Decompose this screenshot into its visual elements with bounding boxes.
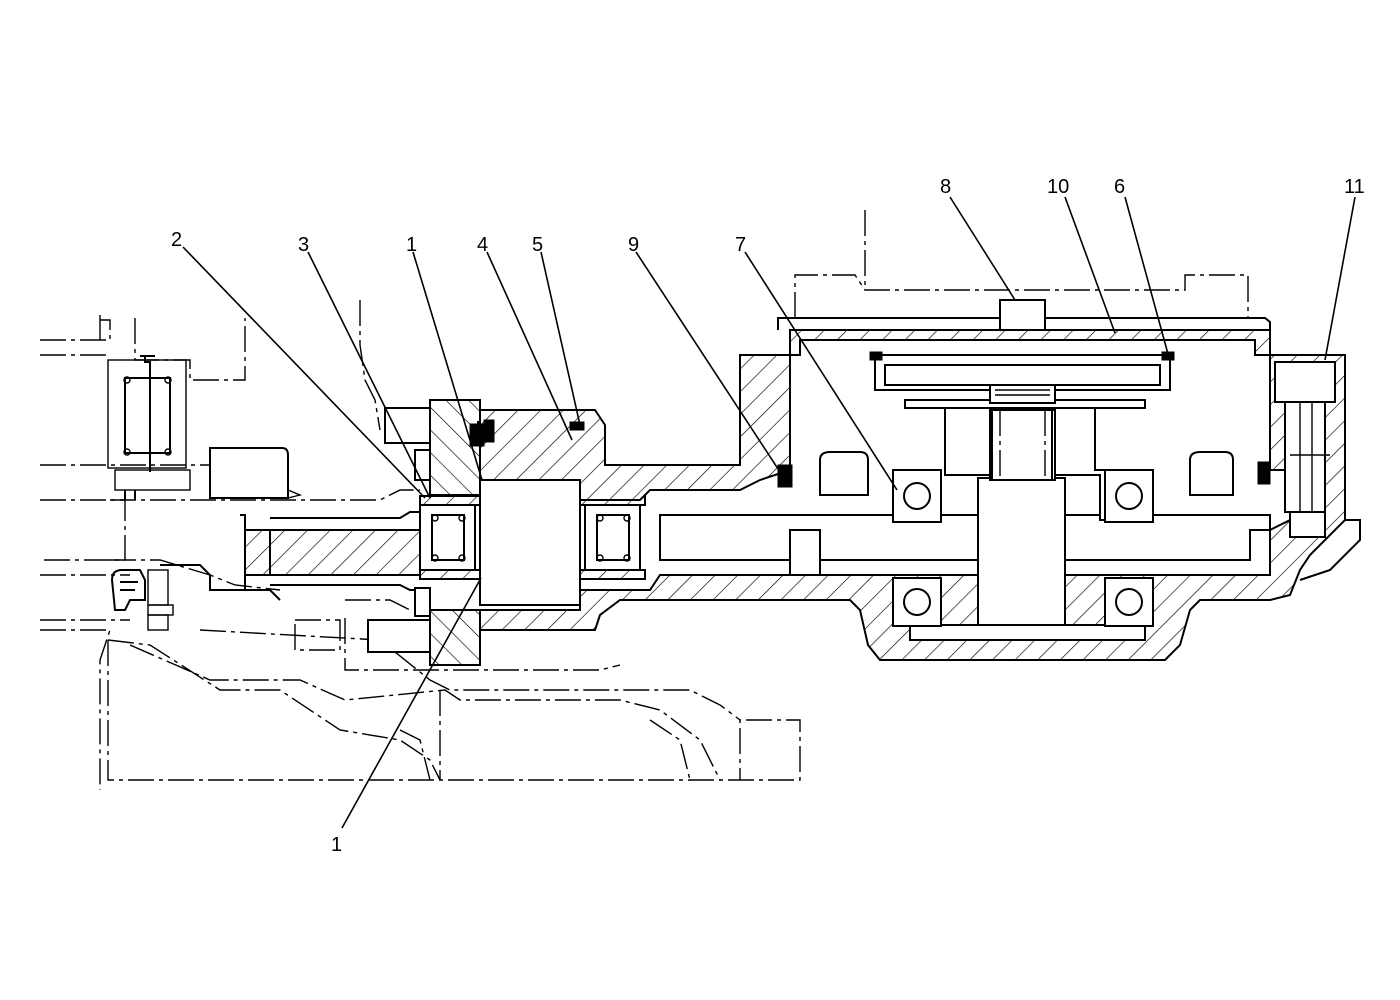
callout-3: 3 <box>298 234 309 256</box>
callout-8: 8 <box>940 176 951 198</box>
main-shaft <box>240 511 421 591</box>
seal-rings <box>469 419 793 488</box>
callout-1-bottom: 1 <box>331 834 342 856</box>
callout-11: 11 <box>1344 176 1365 198</box>
callout-6: 6 <box>1114 176 1125 198</box>
callout-4: 4 <box>477 234 488 256</box>
callout-2: 2 <box>171 229 182 251</box>
ball-bearings <box>892 469 1154 627</box>
vertical-shaft <box>989 384 1056 481</box>
right-bolt <box>1257 361 1361 581</box>
callout-10: 10 <box>1047 176 1069 198</box>
callout-9: 9 <box>628 234 639 256</box>
callout-7: 7 <box>735 234 746 256</box>
left-bearing-block <box>107 355 191 500</box>
top-cover <box>777 210 1271 361</box>
callout-1-top: 1 <box>406 234 417 256</box>
left-seal-group <box>110 447 303 631</box>
leader-lines <box>182 196 1356 829</box>
lower-phantom <box>294 599 621 671</box>
casing-cavities <box>659 354 1271 641</box>
callout-5: 5 <box>532 234 543 256</box>
callout-labels: 2 3 1 4 5 9 7 8 10 6 11 1 <box>171 176 1365 856</box>
